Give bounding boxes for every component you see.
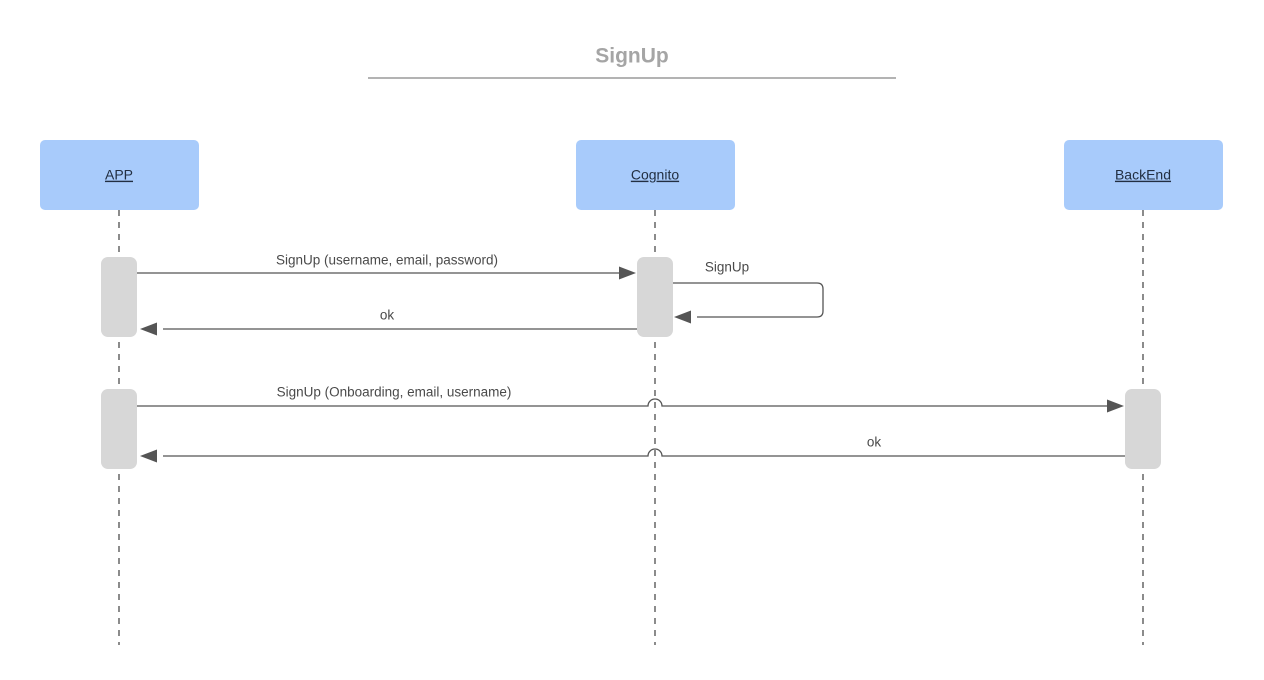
message-ok-backend: ok bbox=[140, 435, 1125, 463]
arrow-head-signup-request bbox=[619, 266, 636, 280]
message-signup-backend: SignUp (Onboarding, email, username) bbox=[137, 385, 1124, 413]
diagram-title: SignUp bbox=[595, 45, 669, 68]
participant-backend[interactable]: BackEnd bbox=[1064, 140, 1223, 210]
participant-label-backend: BackEnd bbox=[1115, 167, 1171, 183]
message-line-signup-self bbox=[673, 282, 824, 318]
message-label-ok-backend: ok bbox=[867, 435, 882, 450]
participant-label-cognito: Cognito bbox=[631, 167, 679, 183]
arrow-head-signup-backend bbox=[1107, 399, 1124, 413]
participant-cognito[interactable]: Cognito bbox=[576, 140, 735, 210]
participant-app[interactable]: APP bbox=[40, 140, 199, 210]
arrow-head-signup-self bbox=[674, 310, 691, 324]
message-line-signup-backend bbox=[137, 398, 1113, 407]
participant-label-app: APP bbox=[105, 167, 133, 183]
message-signup-request: SignUp (username, email, password) bbox=[137, 253, 636, 280]
arrow-head-ok-cognito bbox=[140, 322, 157, 336]
activation-bar-cognito-1 bbox=[637, 257, 673, 337]
activation-bar-backend-1 bbox=[1125, 389, 1161, 469]
message-label-ok-cognito: ok bbox=[380, 308, 395, 323]
activation-bar-app-2 bbox=[101, 389, 137, 469]
message-line-ok-backend bbox=[163, 448, 1125, 457]
message-label-signup-request: SignUp (username, email, password) bbox=[276, 253, 498, 268]
message-label-signup-self: SignUp bbox=[705, 260, 749, 275]
activation-bar-app-1 bbox=[101, 257, 137, 337]
participant-box-backend[interactable] bbox=[1064, 140, 1223, 210]
message-signup-self: SignUp bbox=[673, 260, 824, 324]
participant-box-cognito[interactable] bbox=[576, 140, 735, 210]
participant-box-app[interactable] bbox=[40, 140, 199, 210]
arrow-head-ok-backend bbox=[140, 449, 157, 463]
message-label-signup-backend: SignUp (Onboarding, email, username) bbox=[277, 385, 512, 400]
message-ok-cognito: ok bbox=[140, 308, 637, 336]
